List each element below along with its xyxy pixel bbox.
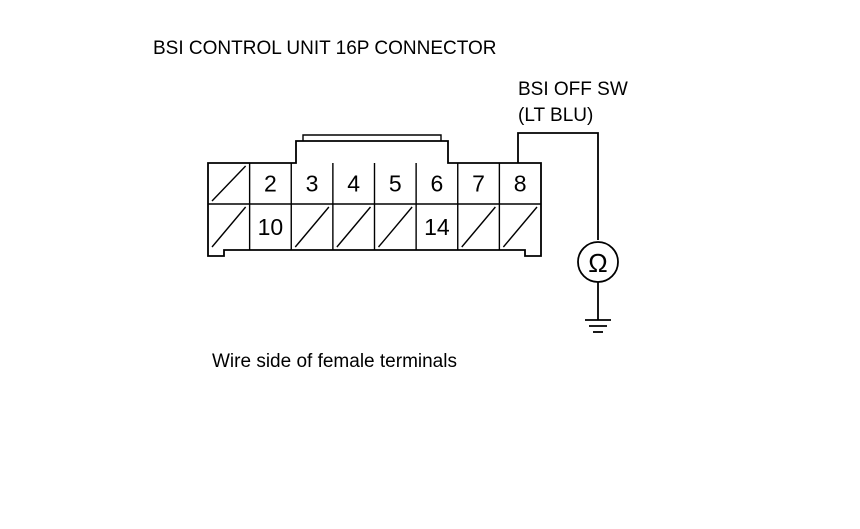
unused-cavity-mark bbox=[336, 206, 372, 248]
ground-icon bbox=[585, 319, 611, 333]
unused-cavity-mark bbox=[502, 206, 538, 248]
terminal-number: 5 bbox=[389, 171, 402, 197]
unused-cavity-mark bbox=[211, 165, 247, 202]
switch-label: BSI OFF SW bbox=[518, 79, 628, 100]
ohm-symbol: Ω bbox=[588, 248, 607, 278]
unused-cavity-mark bbox=[211, 206, 247, 248]
terminal-number: 8 bbox=[514, 171, 527, 197]
unused-cavity-mark bbox=[294, 206, 330, 248]
terminal-number: 3 bbox=[306, 171, 319, 197]
diagram-caption: Wire side of female terminals bbox=[212, 351, 457, 372]
probe-wire bbox=[517, 132, 599, 240]
ohmmeter-icon: Ω bbox=[577, 241, 619, 283]
connector-title: BSI CONTROL UNIT 16P CONNECTOR bbox=[153, 38, 496, 59]
terminal-number: 6 bbox=[431, 171, 444, 197]
terminal-number: 7 bbox=[472, 171, 485, 197]
unused-cavity-mark bbox=[461, 206, 496, 248]
terminal-number: 14 bbox=[424, 214, 450, 240]
terminal-number: 2 bbox=[264, 171, 277, 197]
unused-cavity-mark bbox=[377, 206, 413, 248]
terminal-number: 4 bbox=[347, 171, 360, 197]
wire-color-label: (LT BLU) bbox=[518, 105, 593, 126]
connector-body: 2 3 4 5 6 7 8 10 14 bbox=[207, 134, 542, 257]
terminal-number: 10 bbox=[258, 214, 284, 240]
